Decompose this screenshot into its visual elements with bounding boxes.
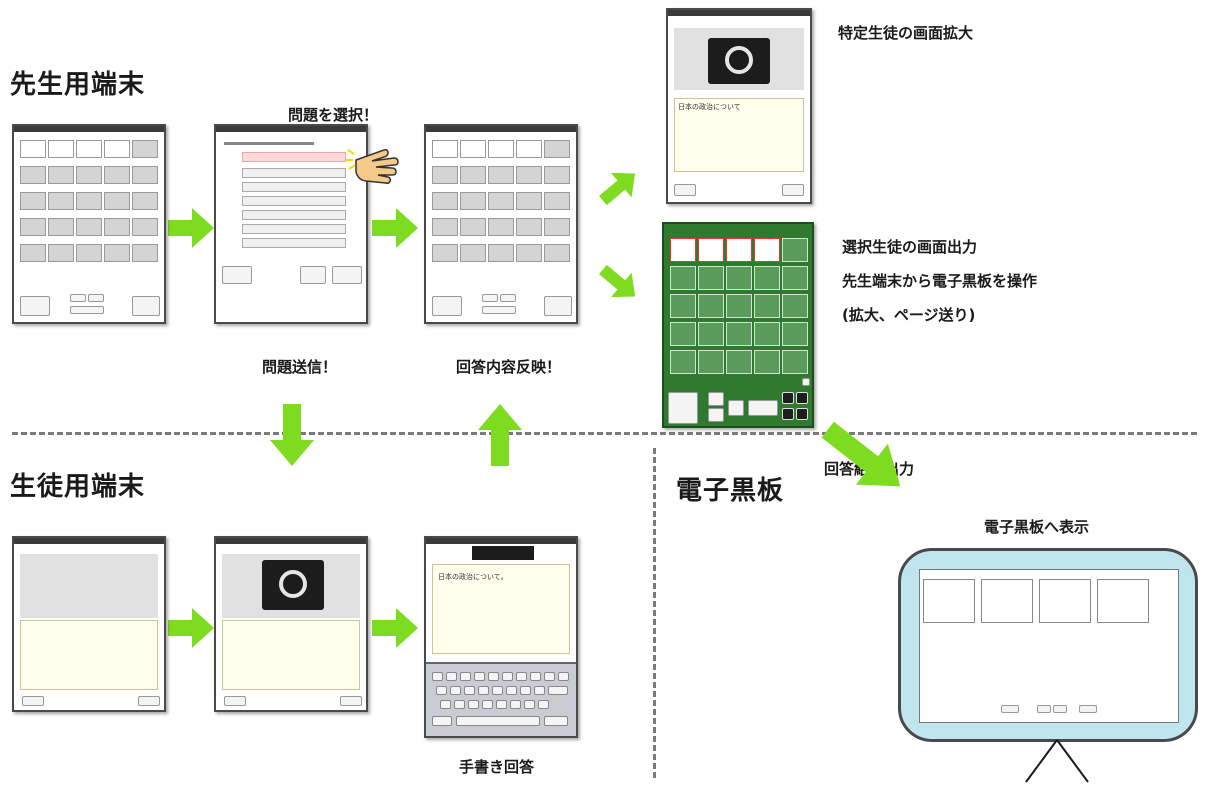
caption-zoom-student: 特定生徒の画面拡大: [838, 24, 974, 42]
arrow-down-right-big-icon: [821, 421, 901, 487]
caption-output-selected: 選択生徒の画面出力: [842, 238, 978, 256]
caption-reflect-answers: 回答内容反映！: [456, 358, 562, 376]
teacher-tablet-problem-list: [214, 124, 368, 324]
zoomed-answer-text: 日本の政治について: [678, 103, 741, 111]
caption-handwritten-answer: 手書き回答: [459, 758, 535, 776]
student-terminal-heading: 生徒用端末: [10, 472, 146, 502]
student-tablet-blank: [12, 536, 166, 712]
teacher-tablet-grid: [12, 124, 166, 324]
arrow-up-icon: [478, 404, 522, 466]
whiteboard-stand-icon: [1025, 739, 1089, 783]
teacher-tablet-answers: [424, 124, 578, 324]
arrow-right-icon: [168, 208, 214, 248]
caption-display-board: 電子黒板へ表示: [984, 518, 1090, 536]
arrow-right-icon: [168, 608, 214, 648]
board-control-tablet: [662, 222, 814, 428]
arrow-right-icon: [372, 208, 418, 248]
electronic-whiteboard: [898, 548, 1198, 742]
caption-select-problem: 問題を選択！: [288, 106, 379, 124]
arrow-right-icon: [372, 608, 418, 648]
whiteboard-heading: 電子黒板: [676, 476, 785, 506]
student-tablet-keyboard: 日本の政治について。: [424, 536, 578, 738]
caption-operate-board: 先生端末から電子黒板を操作: [842, 272, 1038, 290]
arrow-down-right-icon: [599, 264, 636, 298]
arrow-up-right-icon: [599, 172, 636, 206]
arrow-down-icon: [270, 404, 314, 466]
caption-send-problem: 問題送信！: [262, 358, 338, 376]
zoomed-student-screen: 日本の政治について: [666, 8, 812, 204]
teacher-terminal-heading: 先生用端末: [10, 70, 146, 100]
pointing-hand-icon: [346, 149, 399, 184]
student-tablet-video: [214, 536, 368, 712]
caption-operate-board-detail: (拡大、ページ送り): [842, 306, 976, 324]
student-answer-text: 日本の政治について。: [438, 573, 508, 581]
horizontal-separator: [12, 432, 1197, 435]
vertical-separator: [653, 448, 656, 778]
